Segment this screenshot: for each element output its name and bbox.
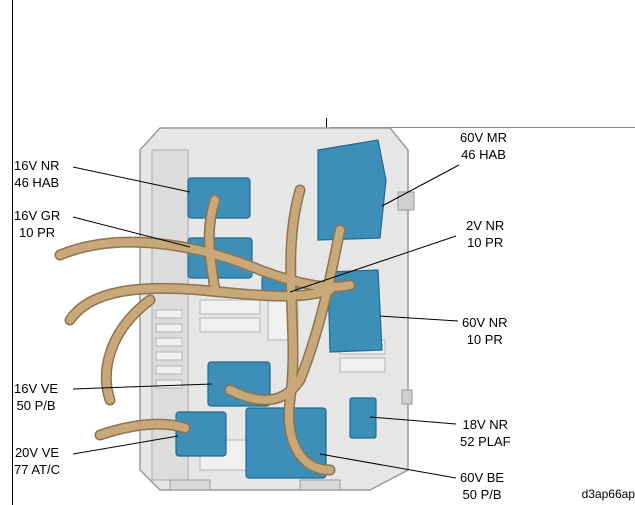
connector-60v-mr — [317, 139, 387, 241]
callout-16v-ve: 16V VE 50 P/B — [14, 380, 58, 414]
wire-harness — [54, 184, 356, 476]
callout-16v-nr-line1: 16V NR — [14, 158, 60, 173]
callout-60v-mr: 60V MR 46 HAB — [460, 129, 507, 163]
frame-left-line — [12, 0, 13, 505]
callout-16v-gr: 16V GR 10 PR — [14, 207, 60, 241]
connector-18v-nr — [349, 397, 377, 439]
callout-20v-ve: 20V VE 77 AT/C — [14, 444, 60, 478]
callout-20v-ve-line2: 77 AT/C — [14, 462, 61, 477]
callout-16v-ve-line1: 16V VE — [14, 381, 59, 396]
callout-2v-nr-line1: 2V NR — [466, 218, 505, 233]
leader-16v-nr — [72, 166, 191, 193]
callout-18v-nr-line2: 52 PLAF — [460, 434, 511, 449]
leader-20v-ve — [72, 435, 179, 455]
leader-16v-gr — [72, 216, 191, 248]
callout-2v-nr: 2V NR 10 PR — [466, 217, 504, 251]
leader-60v-be — [319, 453, 457, 479]
drawing-code: d3ap66ap — [581, 487, 635, 501]
leader-60v-mr — [381, 164, 460, 207]
leader-16v-ve — [72, 383, 213, 390]
callout-2v-nr-line2: 10 PR — [467, 235, 504, 250]
callout-16v-ve-line2: 50 P/B — [16, 398, 56, 413]
leader-18v-nr — [369, 416, 457, 425]
frame-tick — [326, 118, 327, 130]
callout-16v-gr-line1: 16V GR — [14, 208, 61, 223]
callout-16v-nr: 16V NR 46 HAB — [14, 157, 60, 191]
callout-60v-mr-line2: 46 HAB — [461, 147, 506, 162]
callout-20v-ve-line1: 20V VE — [14, 445, 60, 460]
callout-18v-nr: 18V NR 52 PLAF — [460, 416, 511, 450]
leader-60v-nr — [379, 315, 459, 322]
callout-60v-be-line2: 50 P/B — [462, 487, 502, 502]
callout-60v-nr-line1: 60V NR — [462, 315, 508, 330]
frame-top-rule — [330, 127, 635, 128]
callout-60v-nr: 60V NR 10 PR — [462, 314, 508, 348]
connector-20v-ve — [175, 411, 227, 457]
leader-2v-nr — [289, 235, 457, 293]
callout-16v-gr-line2: 10 PR — [19, 225, 56, 240]
leader-lines — [72, 164, 460, 479]
callout-60v-be: 60V BE 50 P/B — [460, 469, 504, 503]
callout-16v-nr-line2: 46 HAB — [14, 175, 60, 190]
callout-60v-be-line1: 60V BE — [460, 470, 505, 485]
callout-18v-nr-line1: 18V NR — [462, 417, 509, 432]
callout-60v-nr-line2: 10 PR — [466, 332, 503, 347]
callout-60v-mr-line1: 60V MR — [460, 130, 507, 145]
